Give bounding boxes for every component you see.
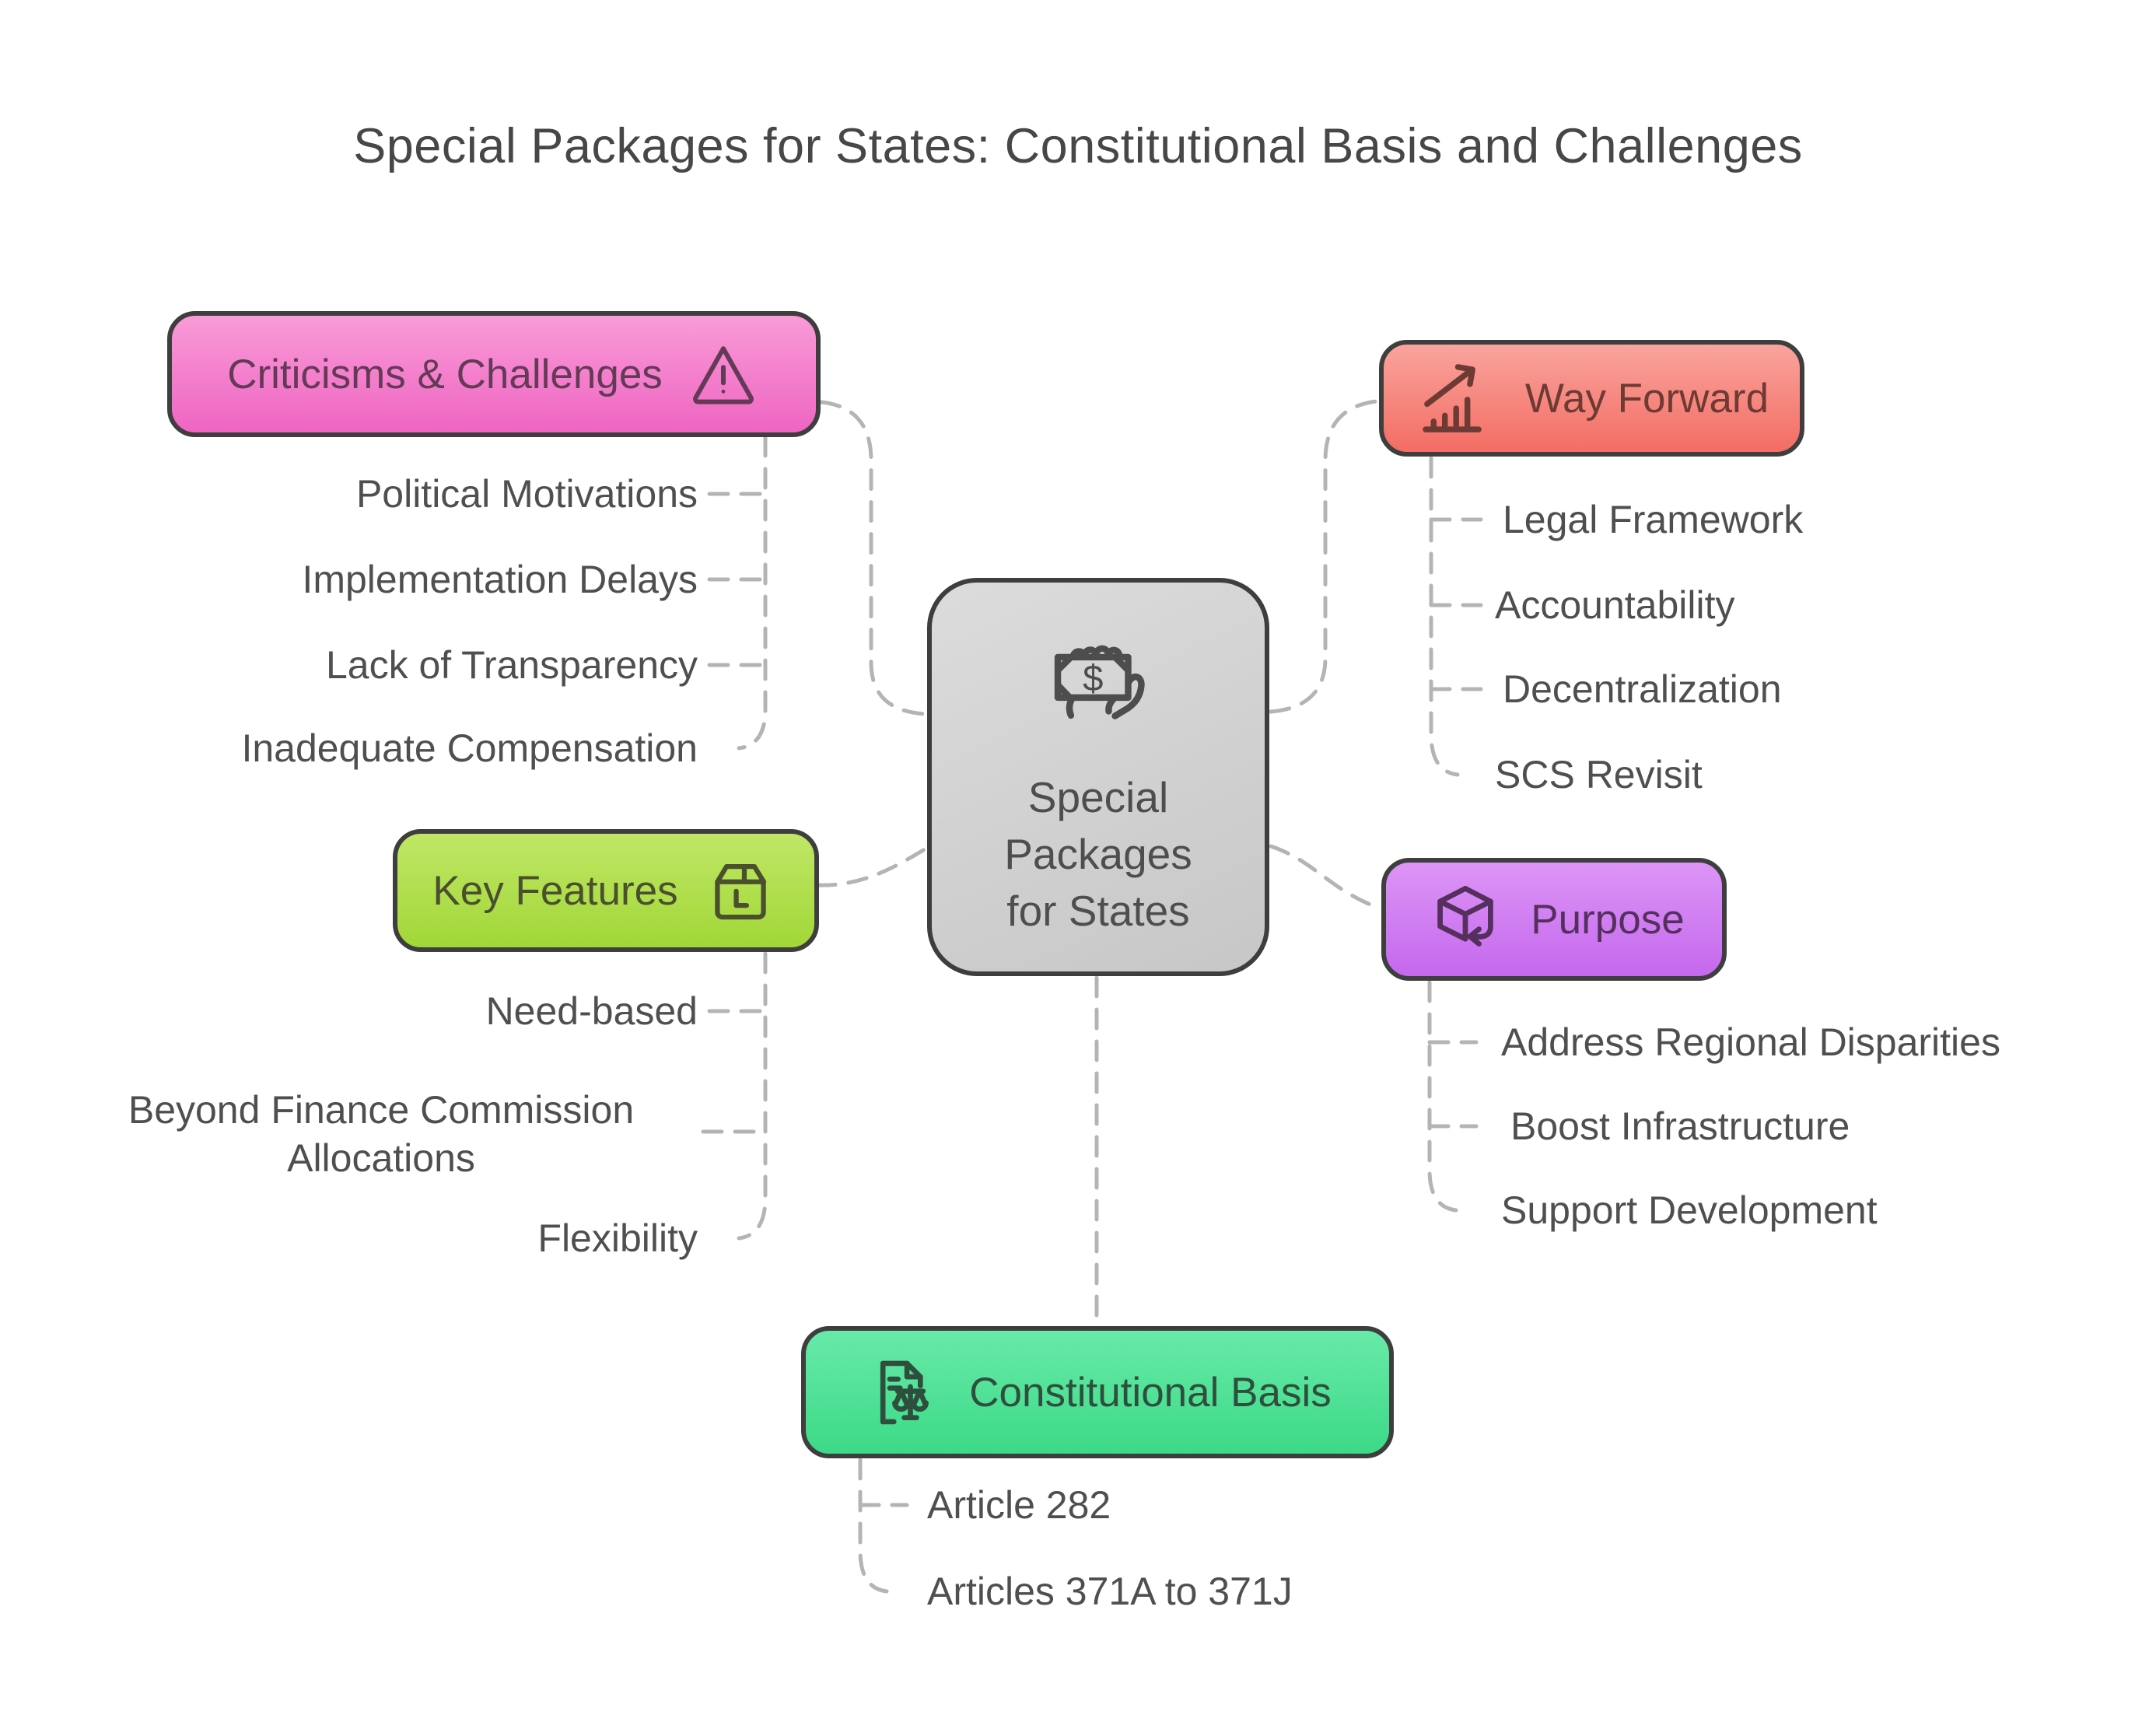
- branch-item: Legal Framework: [1503, 498, 1804, 541]
- branch-item: Address Regional Disparities: [1501, 1020, 2000, 1064]
- branch-label-criticisms: Criticisms & Challenges: [227, 351, 663, 397]
- warning-triangle-icon: [692, 346, 754, 404]
- branch-node-purpose: Purpose: [1381, 858, 1727, 981]
- branch-item: Accountability: [1495, 583, 1735, 627]
- branch-item: Lack of Transparency: [325, 643, 698, 687]
- branch-item: Political Motivations: [355, 472, 698, 516]
- svg-text:$: $: [1083, 658, 1103, 699]
- branch-item: Article 282: [927, 1483, 1111, 1527]
- branch-item: Support Development: [1501, 1188, 1878, 1232]
- document-scales-icon: [880, 1360, 929, 1425]
- branch-item: Boost Infrastructure: [1510, 1104, 1850, 1148]
- branch-item: SCS Revisit: [1495, 753, 1703, 796]
- branch-item: Beyond Finance Commission Allocations: [128, 1088, 635, 1180]
- package-carton-icon: [714, 864, 766, 920]
- central-node: $ Special Packages for States: [927, 578, 1269, 976]
- growth-chart-icon: [1423, 364, 1482, 432]
- branch-node-constitutional-basis: Constitutional Basis: [801, 1326, 1394, 1458]
- branch-node-criticisms: Criticisms & Challenges: [167, 311, 821, 437]
- branch-item: Flexibility: [537, 1216, 698, 1260]
- branch-label-way-forward: Way Forward: [1524, 375, 1769, 422]
- branch-item: Implementation Delays: [302, 558, 698, 601]
- branch-label-purpose: Purpose: [1531, 896, 1685, 943]
- branch-label-constitutional-basis: Constitutional Basis: [969, 1369, 1332, 1416]
- branch-node-way-forward: Way Forward: [1379, 340, 1804, 457]
- branch-item: Decentralization: [1503, 667, 1782, 711]
- page-title: Special Packages for States: Constitutio…: [353, 119, 1803, 173]
- central-node-label: Special Packages for States: [1004, 772, 1192, 935]
- money-in-hand-icon: $: [1054, 645, 1145, 719]
- branch-label-key-features: Key Features: [432, 867, 678, 914]
- branch-item: Need-based: [485, 989, 698, 1033]
- branch-node-key-features: Key Features: [393, 829, 819, 952]
- branch-item: Inadequate Compensation: [241, 726, 698, 770]
- cube-return-icon: [1437, 886, 1494, 947]
- branch-item: Articles 371A to 371J: [927, 1570, 1293, 1613]
